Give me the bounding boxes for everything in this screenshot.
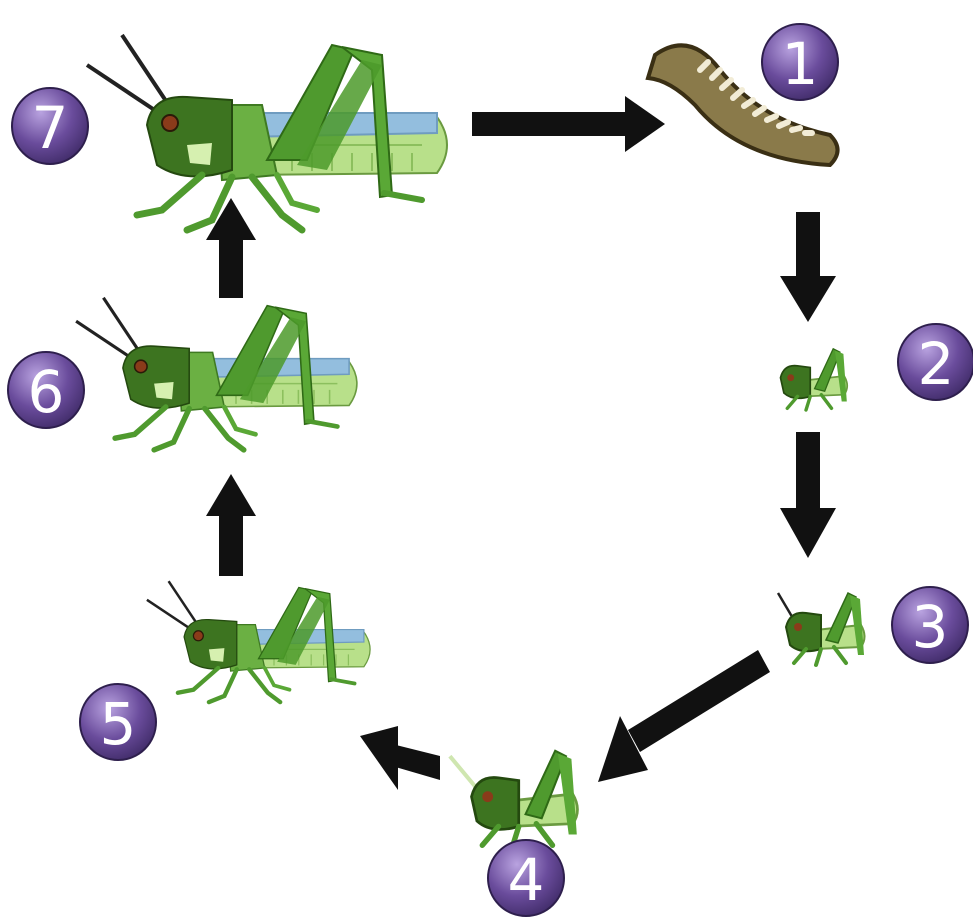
arrow-1-to-2: [780, 212, 836, 322]
stage-number-6: 6: [28, 358, 65, 426]
nymph-stage-4-illustration: [448, 751, 578, 848]
adult-grasshopper-illustration: [87, 35, 447, 230]
arrow-2-to-3: [780, 432, 836, 558]
arrow-6-to-7: [206, 198, 256, 298]
stage-number-4: 4: [508, 846, 545, 914]
stage-badge-1: 1: [761, 23, 839, 101]
nymph-stage-5-illustration: [147, 581, 370, 702]
arrow-4-to-5: [360, 726, 440, 790]
stage-number-1: 1: [782, 30, 819, 98]
nymph-stage-3-illustration: [776, 591, 867, 667]
arrow-5-to-6: [206, 474, 256, 576]
arrow-7-to-1: [472, 96, 665, 152]
nymph-stage-2-illustration: [778, 347, 849, 412]
stage-number-3: 3: [912, 593, 949, 661]
stage-badge-3: 3: [891, 586, 969, 664]
stage-badge-4: 4: [487, 839, 565, 917]
nymph-stage-6-illustration: [76, 298, 357, 450]
arrow-3-to-4: [598, 650, 770, 782]
stage-number-5: 5: [100, 690, 137, 758]
stage-badge-2: 2: [897, 323, 973, 401]
stage-badge-5: 5: [79, 683, 157, 761]
stage-number-2: 2: [918, 330, 955, 398]
stage-number-7: 7: [32, 94, 69, 162]
egg-pod-illustration: [645, 43, 840, 168]
stage-badge-7: 7: [11, 87, 89, 165]
stage-badge-6: 6: [7, 351, 85, 429]
